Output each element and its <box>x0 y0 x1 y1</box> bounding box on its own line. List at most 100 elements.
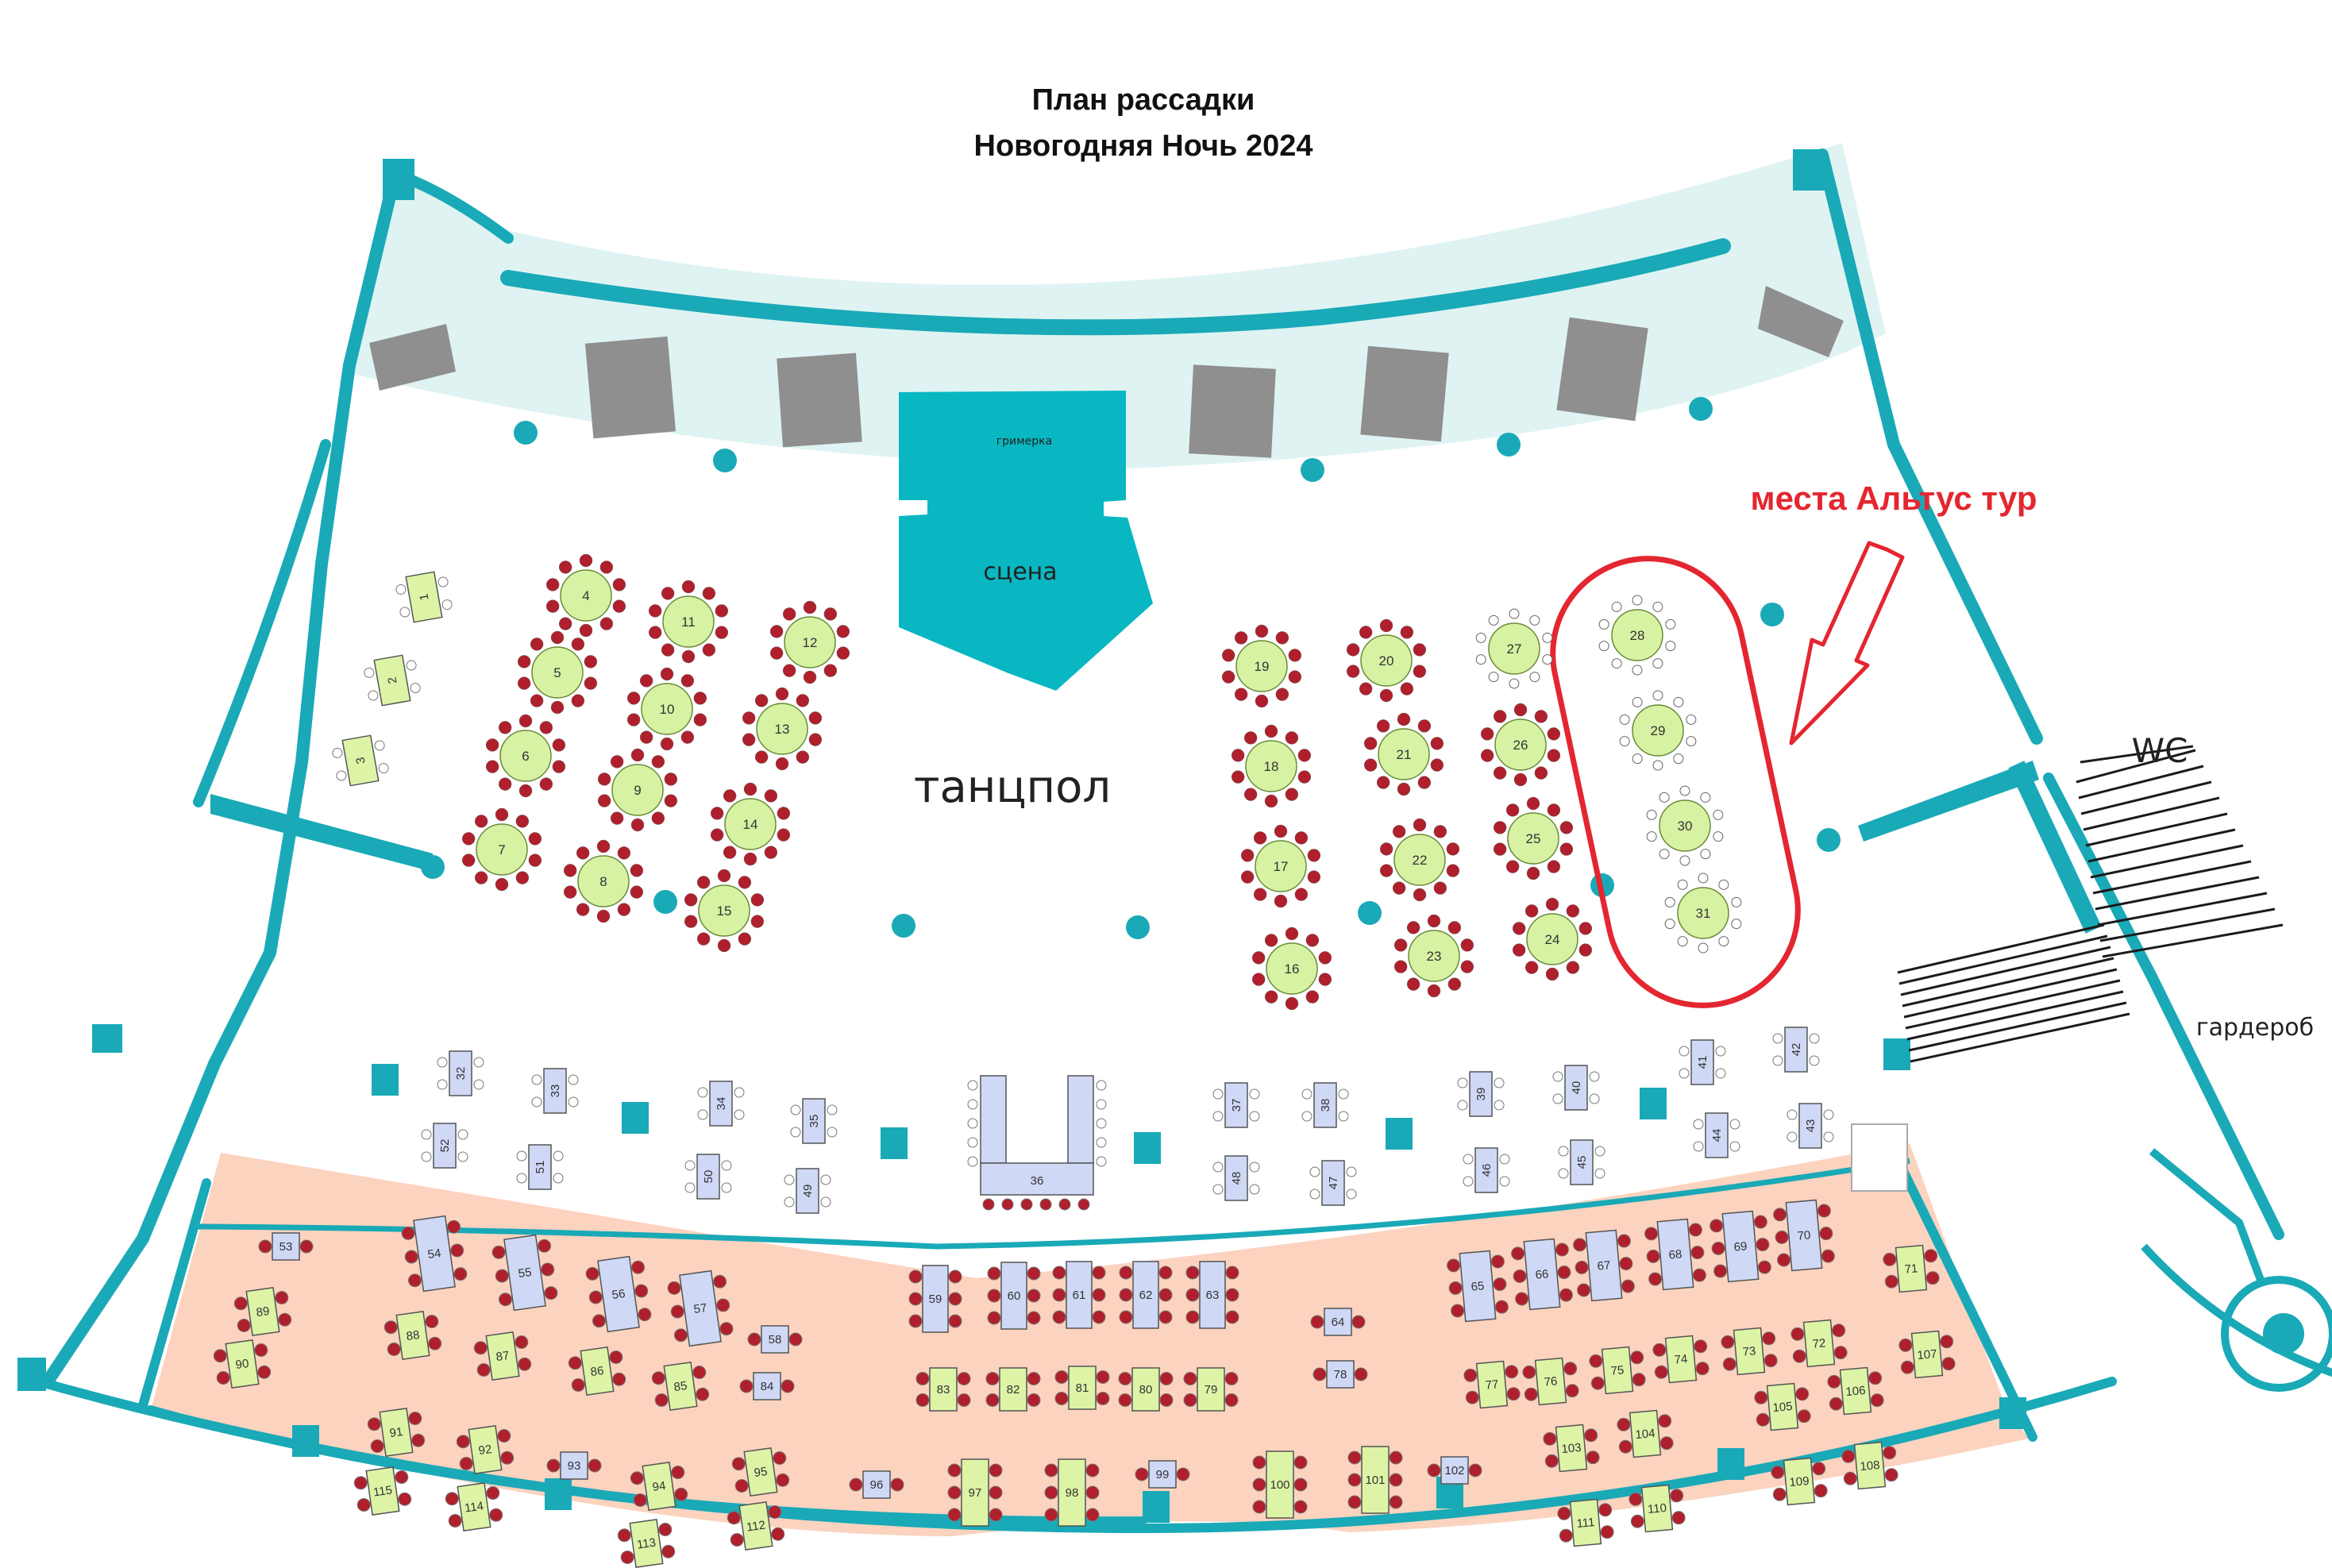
chair-icon[interactable] <box>516 1150 527 1162</box>
chair-icon[interactable] <box>610 811 624 825</box>
chair-icon[interactable] <box>742 733 756 746</box>
chair-icon[interactable] <box>777 807 791 820</box>
chair-icon[interactable] <box>1589 1093 1600 1104</box>
chair-icon[interactable] <box>1868 1371 1883 1385</box>
chair-icon[interactable] <box>1787 1109 1798 1120</box>
chair-icon[interactable] <box>723 789 737 803</box>
chair-icon[interactable] <box>1713 1264 1728 1278</box>
chair-icon[interactable] <box>1494 1100 1505 1111</box>
chair-icon[interactable] <box>697 1087 708 1098</box>
chair-icon[interactable] <box>1092 1310 1106 1324</box>
chair-icon[interactable] <box>908 1292 923 1306</box>
chair-icon[interactable] <box>1652 690 1663 701</box>
chair-icon[interactable] <box>1430 737 1444 750</box>
chair-icon[interactable] <box>1275 631 1289 645</box>
chair-icon[interactable] <box>1318 973 1332 986</box>
chair-icon[interactable] <box>498 721 512 734</box>
rect-table[interactable]: 76 <box>1522 1357 1580 1406</box>
chair-icon[interactable] <box>967 1080 978 1091</box>
chair-icon[interactable] <box>1096 1099 1107 1110</box>
chair-icon[interactable] <box>1417 776 1432 789</box>
chair-icon[interactable] <box>1573 1238 1587 1252</box>
chair-icon[interactable] <box>571 694 585 707</box>
chair-icon[interactable] <box>1547 803 1561 817</box>
chair-icon[interactable] <box>1555 1242 1569 1257</box>
rect-table[interactable]: 56 <box>584 1254 653 1333</box>
chair-icon[interactable] <box>739 1379 754 1393</box>
chair-icon[interactable] <box>1096 1080 1107 1091</box>
rect-table[interactable]: 38 <box>1301 1082 1349 1128</box>
rect-table[interactable]: 87 <box>472 1331 532 1382</box>
chair-icon[interactable] <box>368 690 379 701</box>
rect-table[interactable]: 51 <box>516 1144 564 1190</box>
chair-icon[interactable] <box>734 1109 745 1120</box>
chair-icon[interactable] <box>563 885 577 899</box>
chair-icon[interactable] <box>538 1239 552 1253</box>
chair-icon[interactable] <box>1679 785 1690 796</box>
chair-icon[interactable] <box>671 1465 685 1480</box>
chair-icon[interactable] <box>539 777 553 791</box>
chair-icon[interactable] <box>1338 1111 1349 1122</box>
chair-icon[interactable] <box>967 1118 978 1129</box>
chair-icon[interactable] <box>1832 1323 1846 1338</box>
chair-icon[interactable] <box>1772 1033 1783 1044</box>
chair-icon[interactable] <box>498 1293 512 1307</box>
chair-icon[interactable] <box>658 1522 673 1537</box>
chair-icon[interactable] <box>1212 1184 1224 1195</box>
chair-icon[interactable] <box>1379 618 1393 633</box>
chair-icon[interactable] <box>692 1365 707 1380</box>
chair-icon[interactable] <box>407 1273 422 1288</box>
chair-icon[interactable] <box>1619 714 1630 725</box>
chair-icon[interactable] <box>1096 1392 1110 1405</box>
chair-icon[interactable] <box>552 738 566 752</box>
chair-icon[interactable] <box>541 1262 555 1277</box>
chair-icon[interactable] <box>1711 1241 1725 1255</box>
chair-icon[interactable] <box>425 1314 439 1329</box>
chair-icon[interactable] <box>1658 1414 1672 1428</box>
chair-icon[interactable] <box>378 763 389 774</box>
chair-icon[interactable] <box>1729 1141 1740 1152</box>
chair-icon[interactable] <box>1285 731 1299 745</box>
chair-icon[interactable] <box>1096 1118 1107 1129</box>
rect-table[interactable]: 98 <box>1044 1458 1100 1527</box>
chair-icon[interactable] <box>1594 1146 1605 1157</box>
chair-icon[interactable] <box>1841 1449 1856 1463</box>
chair-icon[interactable] <box>1318 951 1332 965</box>
chair-icon[interactable] <box>1526 796 1540 811</box>
chair-icon[interactable] <box>473 1341 488 1355</box>
chair-icon[interactable] <box>588 1290 603 1304</box>
chair-icon[interactable] <box>213 1349 227 1363</box>
chair-icon[interactable] <box>1792 1349 1806 1363</box>
chair-icon[interactable] <box>1506 1387 1521 1401</box>
chair-icon[interactable] <box>1231 770 1245 784</box>
chair-icon[interactable] <box>1493 766 1507 780</box>
chair-icon[interactable] <box>670 1304 684 1319</box>
chair-icon[interactable] <box>684 1182 696 1193</box>
rect-table[interactable]: 90 <box>212 1339 272 1390</box>
chair-icon[interactable] <box>734 1087 745 1098</box>
chair-icon[interactable] <box>1463 1176 1474 1187</box>
chair-icon[interactable] <box>681 580 696 594</box>
chair-icon[interactable] <box>1475 654 1486 665</box>
chair-icon[interactable] <box>1566 904 1580 918</box>
chair-icon[interactable] <box>1001 1198 1014 1211</box>
chair-icon[interactable] <box>1338 1088 1349 1100</box>
chair-icon[interactable] <box>1212 1111 1224 1122</box>
chair-icon[interactable] <box>620 1550 634 1564</box>
chair-icon[interactable] <box>1488 672 1499 683</box>
chair-icon[interactable] <box>1690 1246 1705 1260</box>
chair-icon[interactable] <box>495 1269 509 1283</box>
round-table[interactable]: 18 <box>1231 724 1312 808</box>
chair-icon[interactable] <box>769 625 784 638</box>
rect-table[interactable]: 94 <box>629 1461 688 1512</box>
round-table[interactable]: 4 <box>545 553 626 638</box>
chair-icon[interactable] <box>1499 1154 1510 1165</box>
rect-table[interactable]: 63 <box>1185 1261 1239 1329</box>
chair-icon[interactable] <box>630 1471 644 1485</box>
chair-icon[interactable] <box>1721 1335 1735 1349</box>
chair-icon[interactable] <box>1297 749 1312 762</box>
chair-icon[interactable] <box>674 1487 688 1501</box>
rect-table[interactable]: 100 <box>1252 1450 1308 1519</box>
chair-icon[interactable] <box>1563 1362 1578 1376</box>
rect-table[interactable]: 65 <box>1446 1250 1509 1323</box>
